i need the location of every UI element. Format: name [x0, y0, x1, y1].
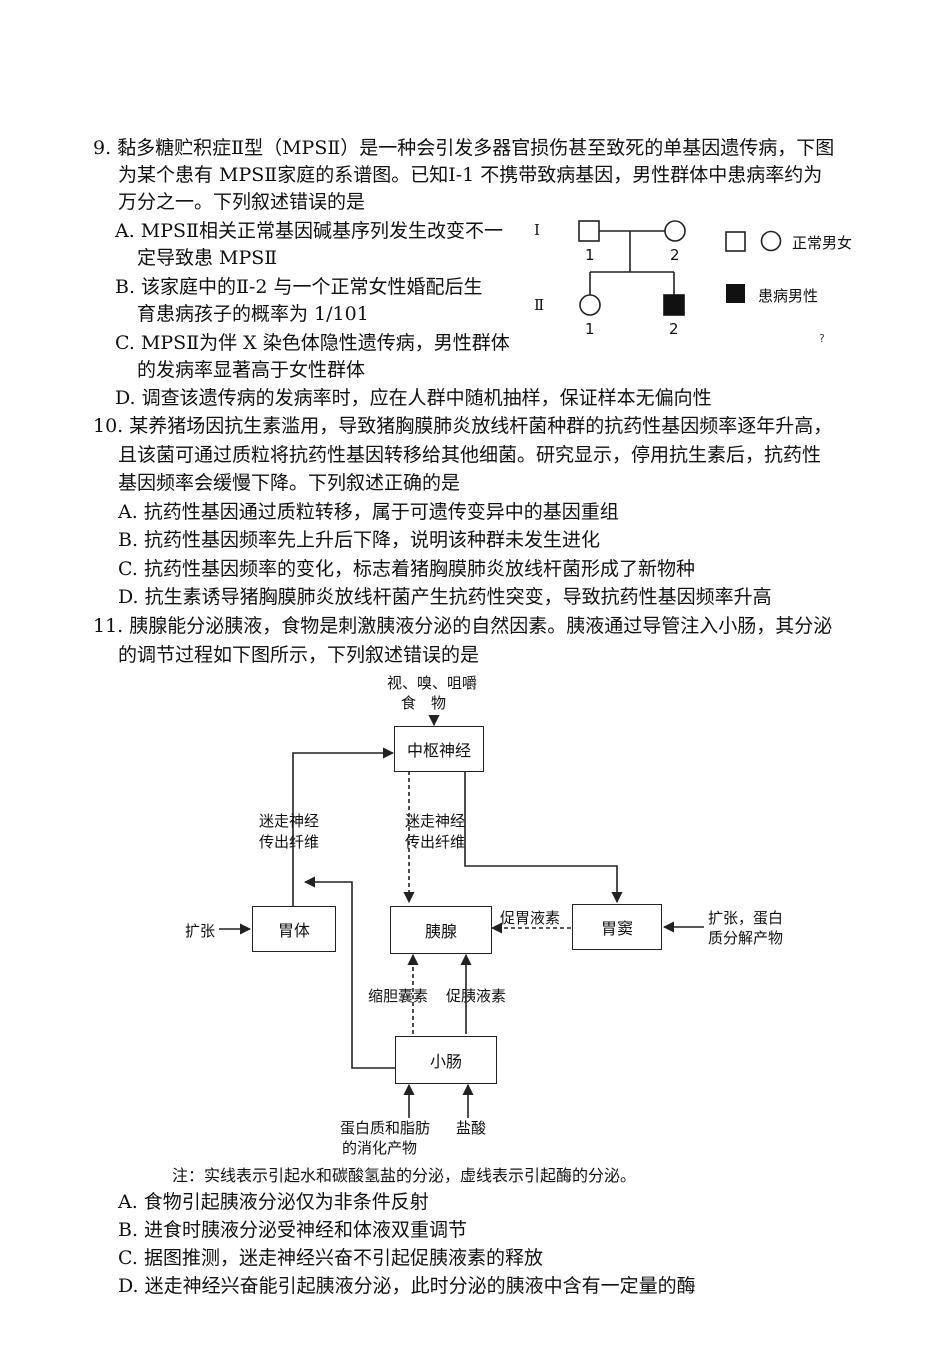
- pedigree-i1-number: 1: [585, 246, 595, 264]
- input-sensory-line-2: 食 物: [401, 694, 447, 712]
- expand-left-label: 扩张: [185, 922, 216, 940]
- diagram-note: 注：实线表示引起水和碳酸氢盐的分泌，虚线表示引起酶的分泌。: [172, 1166, 637, 1185]
- secretin-label: 促胰液素: [446, 987, 507, 1005]
- vagus-mid-line-1: 迷走神经: [405, 812, 466, 830]
- q9-stem-line-3: 万分之一。下列叙述错误的是: [118, 191, 366, 213]
- pedigree-ii2-number: 2: [669, 320, 679, 338]
- pedigree-gen-2-label: Ⅱ: [534, 296, 545, 314]
- input-sensory-line-1: 视、嗅、咀嚼: [387, 674, 478, 692]
- stray-mark: ?: [819, 332, 825, 345]
- pedigree-gen-1-label: Ⅰ: [534, 221, 540, 239]
- central-nerve-box: 中枢神经: [394, 726, 484, 772]
- expand-right-line-2: 质分解产物: [708, 929, 784, 947]
- gastrin-label: 促胃液素: [500, 909, 561, 927]
- q10-stem-line-1: 10. 某养猪场因抗生素滥用，导致猪胸膜肺炎放线杆菌种群的抗药性基因频率逐年升高…: [93, 415, 833, 437]
- q9-stem-line-2: 为某个患有 MPSⅡ家庭的系谱图。已知Ⅰ-1 不携带致病基因，男性群体中患病率约…: [118, 164, 823, 186]
- q10-option-c: C. 抗药性基因频率的变化，标志着猪胸膜肺炎放线杆菌形成了新物种: [118, 558, 695, 580]
- stomach-body-box: 胃体: [252, 906, 336, 952]
- digestion-products-line-2: 的消化产物: [342, 1139, 418, 1157]
- pancreas-box: 胰腺: [390, 906, 492, 954]
- q10-option-d: D. 抗生素诱导猪胸膜肺炎放线杆菌产生抗药性突变，导致抗药性基因频率升高: [118, 586, 772, 608]
- antrum-box: 胃窦: [572, 904, 662, 950]
- pedigree-i2-number: 2: [670, 246, 680, 264]
- small-intestine-box: 小肠: [395, 1036, 497, 1084]
- q9-option-b-line-2: 育患病孩子的概率为 1/101: [137, 303, 369, 325]
- q10-stem-line-2: 且该菌可通过质粒将抗药性基因转移给其他细菌。研究显示，停用抗生素后，抗药性: [118, 444, 822, 466]
- pedigree-ii1-female: [579, 294, 601, 316]
- arrow-stomach-to-central: [292, 747, 395, 906]
- q11-stem-line-1: 11. 胰腺能分泌胰液，食物是刺激胰液分泌的自然因素。胰液通过导管注入小肠，其分…: [93, 615, 833, 637]
- q9-stem-line-1: 9. 黏多糖贮积症Ⅱ型（MPSⅡ）是一种会引发多器官损伤甚至致死的单基因遗传病，…: [93, 137, 835, 159]
- expand-right-line-1: 扩张，蛋白: [708, 909, 784, 927]
- q10-option-b: B. 抗药性基因频率先上升后下降，说明该种群未发生进化: [118, 529, 601, 551]
- q11-stem-line-2: 的调节过程如下图所示，下列叙述错误的是: [118, 644, 480, 666]
- cck-label: 缩胆囊素: [368, 987, 429, 1005]
- acid-label: 盐酸: [456, 1119, 487, 1137]
- q10-option-a: A. 抗药性基因通过质粒转移，属于可遗传变异中的基因重组: [118, 501, 619, 523]
- q11-option-b: B. 进食时胰液分泌受神经和体液双重调节: [118, 1219, 468, 1241]
- legend-affected-male-icon: [726, 284, 745, 303]
- q11-option-d: D. 迷走神经兴奋能引起胰液分泌，此时分泌的胰液中含有一定量的酶: [118, 1275, 696, 1297]
- arrow-intestine-to-stomach: [303, 876, 395, 1069]
- pedigree-ii2-affected-male: [663, 294, 685, 316]
- q9-option-a-line-2: 定导致患 MPSⅡ: [137, 247, 278, 269]
- q9-option-a-line-1: A. MPSⅡ相关正常基因碱基序列发生改变不一: [115, 220, 503, 242]
- q11-option-c: C. 据图推测，迷走神经兴奋不引起促胰液素的释放: [118, 1247, 543, 1269]
- q11-option-a: A. 食物引起胰液分泌仅为非条件反射: [118, 1191, 429, 1213]
- arrow-central-to-antrum: [464, 771, 623, 904]
- pedigree-ii1-number: 1: [585, 320, 595, 338]
- vagus-left-line-2: 传出纤维: [259, 833, 320, 851]
- q9-option-c-line-2: 的发病率显著高于女性群体: [137, 359, 366, 381]
- vagus-mid-line-2: 传出纤维: [405, 833, 466, 851]
- legend-affected-label: 患病男性: [758, 287, 819, 305]
- legend-normal-female-icon: [760, 230, 782, 252]
- legend-normal-label: 正常男女: [792, 234, 853, 252]
- q9-option-d: D. 调查该遗传病的发病率时，应在人群中随机抽样，保证样本无偏向性: [115, 387, 712, 409]
- q9-option-b-line-1: B. 该家庭中的Ⅱ-2 与一个正常女性婚配后生: [115, 276, 483, 298]
- legend-normal-male-icon: [725, 231, 746, 252]
- vagus-left-line-1: 迷走神经: [259, 812, 320, 830]
- q9-option-c-line-1: C. MPSⅡ为伴 X 染色体隐性遗传病，男性群体: [115, 332, 510, 354]
- q10-stem-line-3: 基因频率会缓慢下降。下列叙述正确的是: [118, 472, 461, 494]
- digestion-products-line-1: 蛋白质和脂肪: [340, 1119, 431, 1137]
